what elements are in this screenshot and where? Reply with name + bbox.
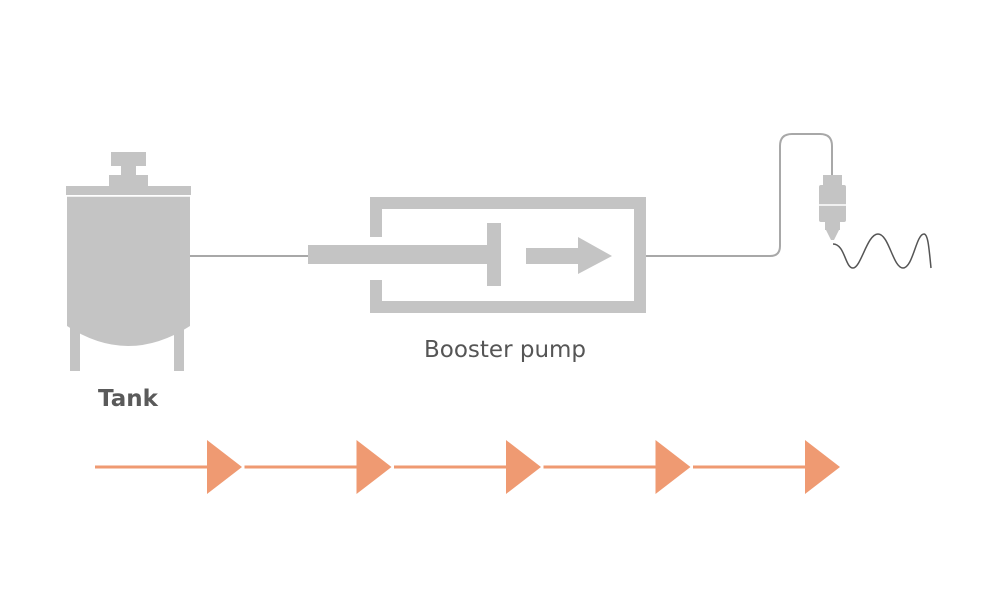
flow-arrow-head (805, 440, 840, 494)
flow-arrow-head (506, 440, 541, 494)
flow-arrow (693, 440, 840, 494)
tank-body (67, 196, 190, 346)
flow-arrow-shaft (693, 465, 807, 469)
nozzle-tip (826, 230, 839, 240)
flow-arrow (95, 440, 242, 494)
flow-arrows (95, 440, 840, 494)
tank-cap-base (109, 175, 148, 189)
flow-arrow-head (655, 440, 691, 494)
pump-direction-arrow (526, 237, 612, 274)
pipe-pump-to-nozzle (646, 133, 833, 257)
flow-arrow-shaft (95, 465, 209, 469)
pump-piston-rod (308, 245, 488, 264)
tank-cap-neck (121, 165, 136, 175)
flow-arrow-shaft (543, 465, 658, 469)
tank-lid (66, 186, 191, 195)
nozzle-body (819, 185, 846, 222)
nozzle-tip-upper (825, 222, 840, 230)
spray-waveform (832, 233, 932, 269)
nozzle (819, 175, 846, 240)
flow-arrow-head (207, 440, 242, 494)
tank-label: Tank (98, 386, 158, 412)
pump-piston-head (487, 223, 501, 286)
pump-label: Booster pump (424, 337, 587, 363)
tank-leg-left (70, 326, 80, 371)
flow-arrow-shaft (244, 465, 359, 469)
pump-cylinder (370, 197, 646, 313)
booster-pump (308, 197, 646, 313)
flow-arrow (244, 440, 392, 494)
nozzle-top (823, 175, 842, 185)
flow-arrow-head (356, 440, 392, 494)
flow-arrow (394, 440, 541, 494)
tank-cap-top (111, 152, 146, 166)
tank-leg-right (174, 326, 184, 371)
flow-arrow (543, 440, 691, 494)
tank (66, 152, 191, 371)
flow-arrow-shaft (394, 465, 508, 469)
